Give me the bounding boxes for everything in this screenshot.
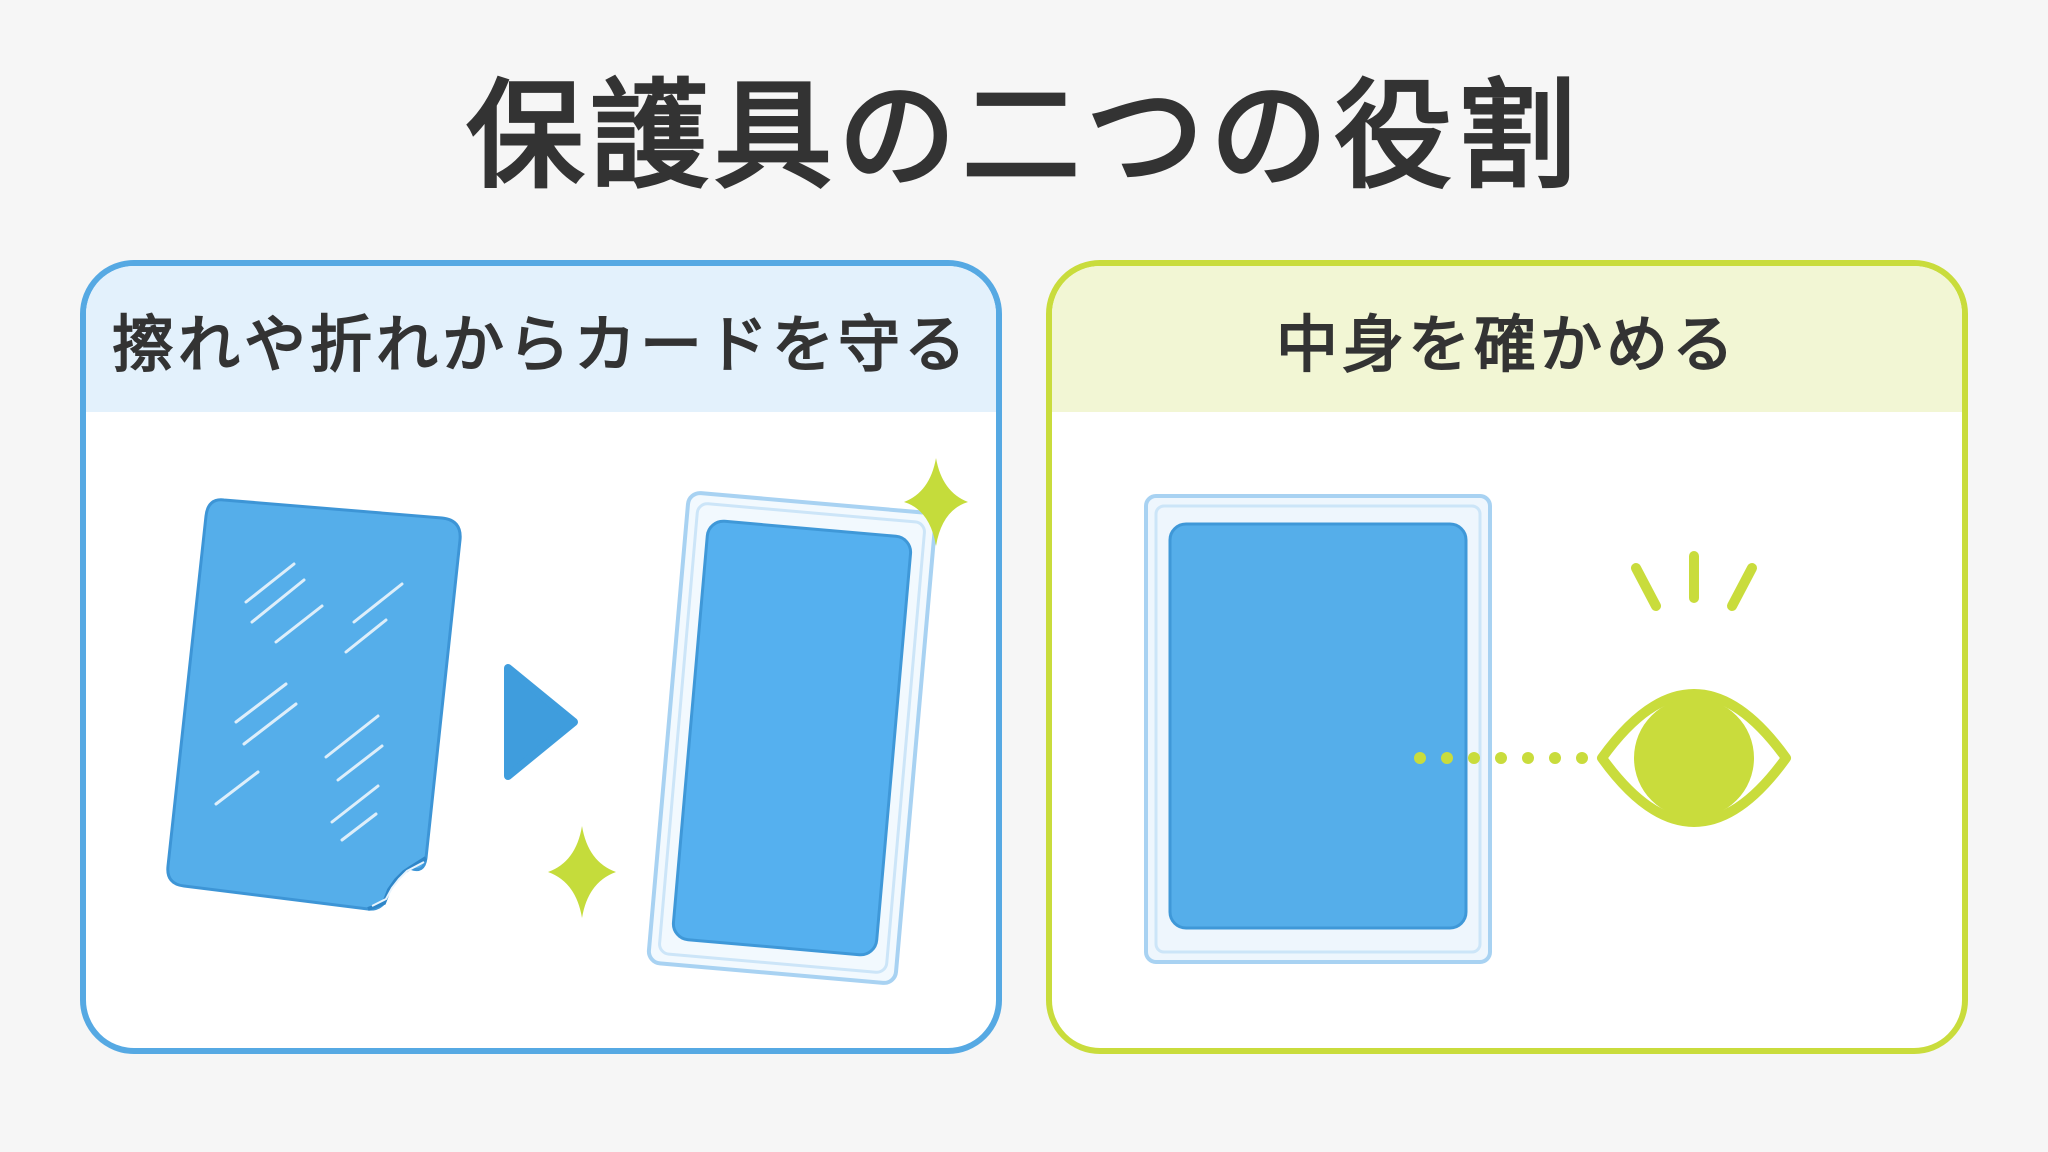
arrow-right-icon: [504, 664, 578, 780]
page-title: 保護具の二つの役割: [465, 67, 1582, 205]
check-panel-heading: 中身を確かめる: [1052, 266, 1962, 412]
check-panel: 中身を確かめる: [1046, 260, 1968, 1054]
sleeved-card-icon: [646, 491, 938, 985]
worn-card-icon: [166, 498, 462, 911]
protect-panel: 擦れや折れからカードを守る: [80, 260, 1002, 1054]
sparkle-icon: [548, 826, 616, 918]
check-illustration: [1144, 494, 1791, 964]
sparkle-icon: [904, 458, 968, 546]
eye-icon: [1597, 551, 1791, 827]
dotted-line-icon: [1414, 752, 1588, 764]
protect-panel-heading: 擦れや折れからカードを守る: [86, 266, 996, 412]
sleeved-card-icon: [1144, 494, 1492, 964]
protect-illustration: [166, 458, 968, 985]
